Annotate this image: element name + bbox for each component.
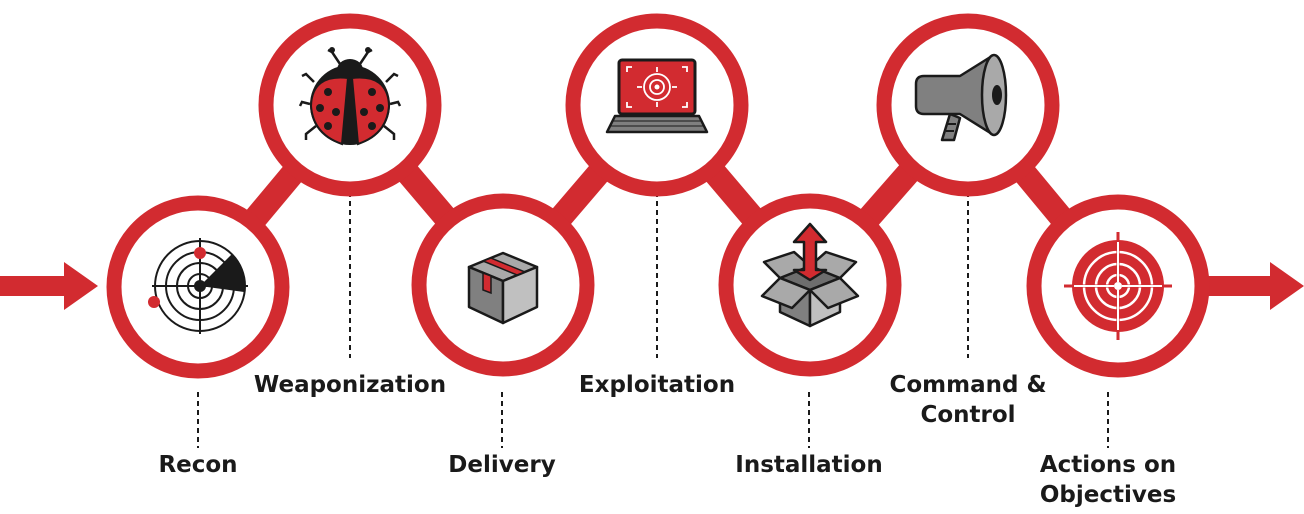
label-actions-line1: Actions on	[1039, 452, 1177, 478]
label-installation: Installation	[735, 452, 883, 478]
laptop-target-icon	[605, 58, 709, 134]
dashed-leaders	[197, 192, 1109, 448]
megaphone-icon	[914, 53, 1008, 142]
label-command-control: Command & Control	[889, 370, 1046, 430]
label-command-control-line2: Control	[920, 402, 1016, 428]
label-command-control-line1: Command &	[889, 372, 1047, 398]
incoming-arrow	[0, 262, 98, 310]
package-icon	[467, 251, 539, 325]
target-icon	[1064, 232, 1172, 340]
label-recon: Recon	[158, 452, 238, 478]
radar-icon	[148, 238, 248, 334]
open-box-upload-icon	[760, 222, 860, 328]
label-delivery: Delivery	[448, 452, 556, 478]
stage-circles	[106, 13, 1210, 379]
label-actions-on-objectives: Actions on Objectives	[1040, 450, 1176, 510]
label-weaponization: Weaponization	[253, 372, 447, 398]
label-exploitation: Exploitation	[578, 372, 736, 398]
ladybug-icon	[298, 47, 402, 146]
outgoing-arrow	[1200, 262, 1304, 310]
label-actions-line2: Objectives	[1039, 482, 1177, 508]
